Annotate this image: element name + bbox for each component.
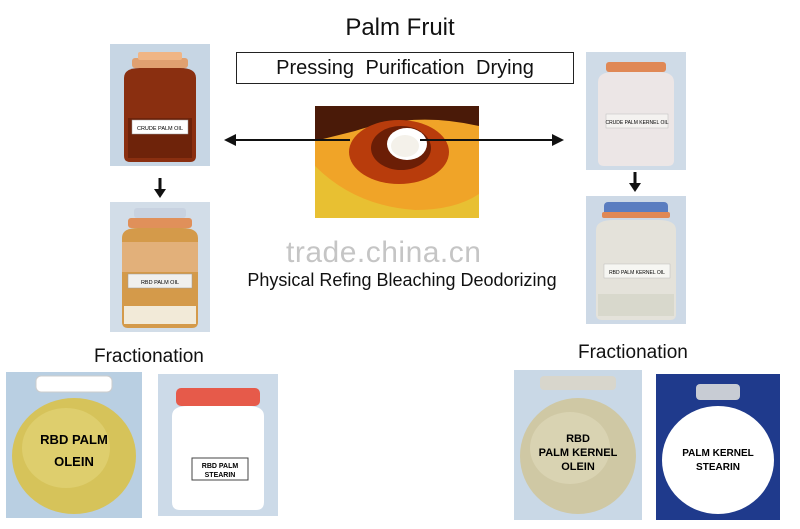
- process-box: Pressing Purification Drying: [236, 52, 574, 84]
- rbd-palm-stearin-jar: RBD PALM STEARIN: [158, 374, 278, 516]
- fractionation-left-label: Fractionation: [94, 346, 204, 368]
- rbd-palm-olein-jar: RBD PALM OLEIN: [6, 372, 142, 518]
- arrow-right: [420, 132, 566, 148]
- rbd-palm-stearin-label-line2: STEARIN: [205, 472, 236, 479]
- rbd-palm-kernel-oil-label: RBD PALM KERNEL OIL: [609, 270, 665, 276]
- pk-stearin-label-line1: PALM KERNEL: [682, 448, 753, 459]
- page-title: Palm Fruit: [300, 14, 500, 42]
- palm-fruit-photo: [315, 106, 479, 218]
- fractionation-right-label: Fractionation: [578, 342, 688, 364]
- rbd-palm-stearin-label-line1: RBD PALM: [202, 463, 239, 470]
- arrow-left: [222, 132, 352, 148]
- rbd-pk-olein-label-line3: OLEIN: [561, 461, 595, 473]
- rbd-pk-olein-label-line2: PALM KERNEL: [539, 447, 618, 459]
- arrow-down-left: [152, 178, 168, 200]
- rbd-palm-kernel-olein-jar: RBD PALM KERNEL OLEIN: [514, 370, 642, 520]
- rbd-palm-olein-label-line2: OLEIN: [54, 454, 94, 469]
- crude-palm-oil-label: CRUDE PALM OIL: [137, 126, 183, 132]
- crude-palm-oil-jar: CRUDE PALM OIL: [110, 44, 210, 166]
- palm-kernel-stearin-jar: PALM KERNEL STEARIN: [656, 374, 780, 520]
- rbd-palm-olein-label-line1: RBD PALM: [40, 432, 108, 447]
- pk-stearin-label-line2: STEARIN: [696, 462, 740, 473]
- crude-palm-kernel-oil-jar: CRUDE PALM KERNEL OIL: [586, 52, 686, 170]
- refining-label: Physical Refing Bleaching Deodorizing: [222, 270, 582, 291]
- rbd-palm-kernel-oil-jar: RBD PALM KERNEL OIL: [586, 196, 686, 324]
- crude-palm-kernel-oil-label: CRUDE PALM KERNEL OIL: [605, 120, 668, 126]
- rbd-palm-oil-jar: RBD PALM OIL: [110, 202, 210, 332]
- rbd-pk-olein-label-line1: RBD: [566, 433, 590, 445]
- watermark: trade.china.cn: [286, 236, 481, 270]
- arrow-down-right: [627, 172, 643, 194]
- rbd-palm-oil-label: RBD PALM OIL: [141, 280, 179, 286]
- process-top-label: Pressing Purification Drying: [276, 57, 534, 80]
